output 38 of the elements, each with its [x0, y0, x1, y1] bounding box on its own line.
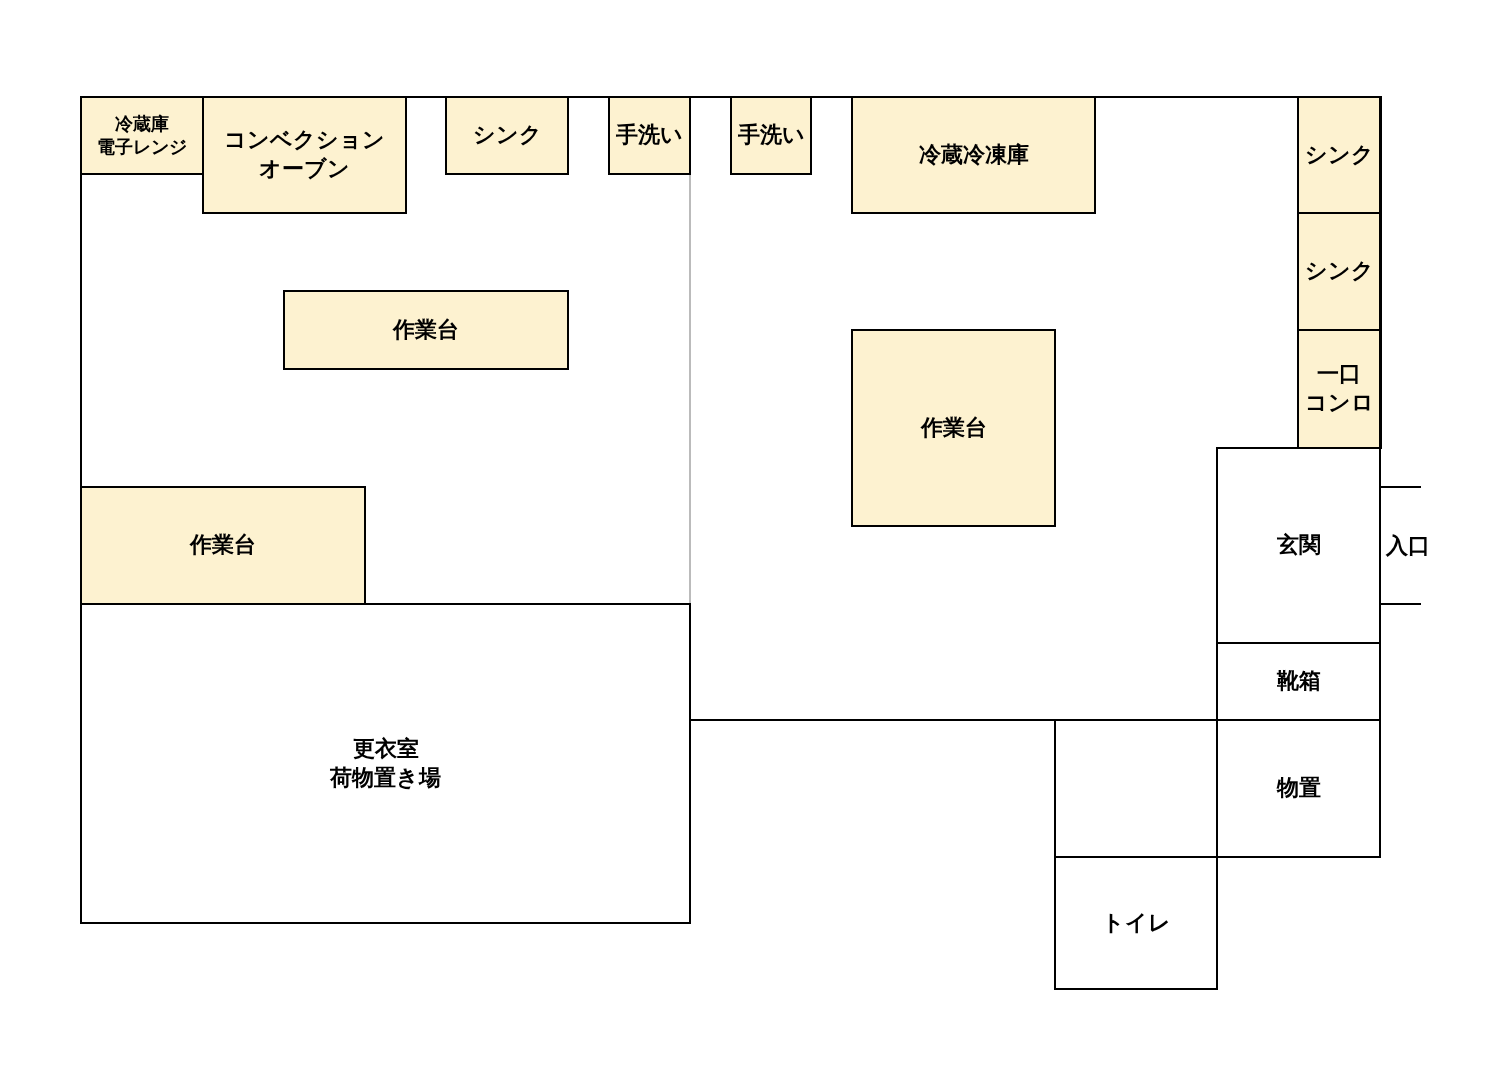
- room-label: 手洗い: [737, 121, 805, 150]
- room-label: シンク: [472, 121, 542, 150]
- room-label: 作業台: [190, 531, 256, 560]
- room-label: 冷蔵庫: [115, 113, 169, 136]
- room-label: 冷蔵冷凍庫: [918, 140, 1029, 169]
- room-label: 靴箱: [1276, 667, 1321, 696]
- room-label: 一口: [1317, 360, 1361, 389]
- room-label: 荷物置き場: [330, 763, 441, 792]
- equipment-box: [80, 96, 204, 175]
- equipment-box: [202, 96, 407, 214]
- equipment-box: [283, 290, 569, 370]
- entrance-label: 入口: [1386, 532, 1430, 560]
- room-label: 作業台: [920, 413, 987, 442]
- equipment-box: [1297, 96, 1381, 214]
- room-label: トイレ: [1101, 908, 1171, 937]
- equipment-box: [730, 96, 812, 175]
- equipment-box: [445, 96, 569, 175]
- room-box: [1216, 642, 1381, 721]
- room-label: 手洗い: [616, 121, 683, 150]
- room-box: [1216, 447, 1381, 644]
- room-label: 電子レンジ: [97, 135, 187, 158]
- equipment-box: [80, 486, 366, 605]
- equipment-box: [851, 329, 1056, 527]
- equipment-box: [608, 96, 691, 175]
- room-label: シンク: [1304, 257, 1374, 286]
- equipment-box: [1297, 212, 1381, 331]
- equipment-box: [851, 96, 1096, 214]
- room-label: 物置: [1276, 774, 1321, 803]
- room-label: シンク: [1304, 140, 1374, 169]
- room-label: 作業台: [393, 315, 459, 344]
- room-label: コンロ: [1304, 389, 1374, 417]
- room-label: コンベクションオーブン: [223, 126, 386, 183]
- room-label: 更衣室: [352, 734, 419, 763]
- room-label: 玄関: [1276, 531, 1321, 560]
- equipment-box: [1297, 329, 1381, 449]
- room-box: [1054, 856, 1218, 990]
- room-box: [1216, 719, 1381, 858]
- room-box: [80, 603, 691, 924]
